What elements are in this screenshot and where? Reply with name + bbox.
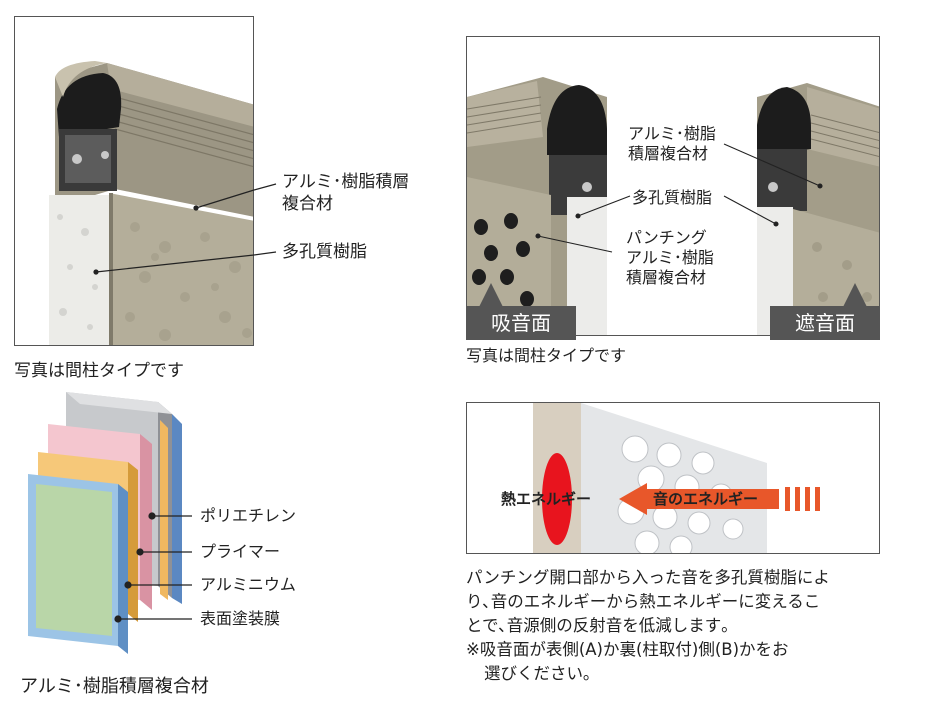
two-posts-illustration	[467, 77, 879, 335]
label-punching-1: パンチング	[626, 228, 707, 247]
note-line-1: ※吸音面が表側(A)か裏(柱取付)側(B)かをお	[466, 640, 789, 659]
label-composite: アルミ･樹脂積層	[282, 172, 410, 192]
heat-energy-ellipse	[542, 453, 572, 545]
tag-sound-insulating: 遮音面	[770, 306, 880, 340]
tag-sound-absorbing: 吸音面	[466, 306, 576, 340]
layer-paint-film	[28, 474, 128, 654]
layer-label-primer: プライマー	[200, 542, 281, 561]
description-line-1: パンチング開口部から入った音を多孔質樹脂によ	[466, 568, 830, 587]
layer-label-aluminium: アルミニウム	[200, 575, 296, 594]
label-punching-3: 積層複合材	[626, 268, 707, 287]
photo-panel-right	[466, 36, 880, 336]
caption-layers: アルミ･樹脂積層複合材	[20, 676, 209, 697]
heat-energy-label: 熱エネルギー	[501, 490, 592, 508]
energy-conversion-panel: 熱エネルギー 音のエネルギー	[466, 402, 880, 554]
sound-energy-label: 音のエネルギー	[653, 490, 759, 508]
caption-left: 写真は間柱タイプです	[14, 361, 184, 381]
label-porous-right: 多孔質樹脂	[632, 188, 713, 207]
label-composite-2: 複合材	[282, 194, 333, 214]
photo-panel-left	[14, 16, 254, 346]
description-line-3: とで､音源側の反射音を低減します｡	[466, 616, 730, 635]
label-composite-right-2: 積層複合材	[628, 144, 709, 163]
note-line-2: 選びください｡	[484, 664, 592, 683]
sound-energy-arrow	[619, 483, 779, 515]
label-punching-2: アルミ･樹脂	[626, 248, 714, 267]
caption-right: 写真は間柱タイプです	[466, 346, 627, 365]
layer-label-paint-film: 表面塗装膜	[200, 609, 281, 628]
energy-conversion-illustration	[533, 403, 820, 553]
layer-label-polyethylene: ポリエチレン	[200, 506, 297, 525]
label-composite-right-1: アルミ･樹脂	[628, 124, 716, 143]
description-line-2: り､音のエネルギーから熱エネルギーに変えるこ	[466, 592, 821, 611]
label-porous-resin: 多孔質樹脂	[282, 242, 367, 262]
